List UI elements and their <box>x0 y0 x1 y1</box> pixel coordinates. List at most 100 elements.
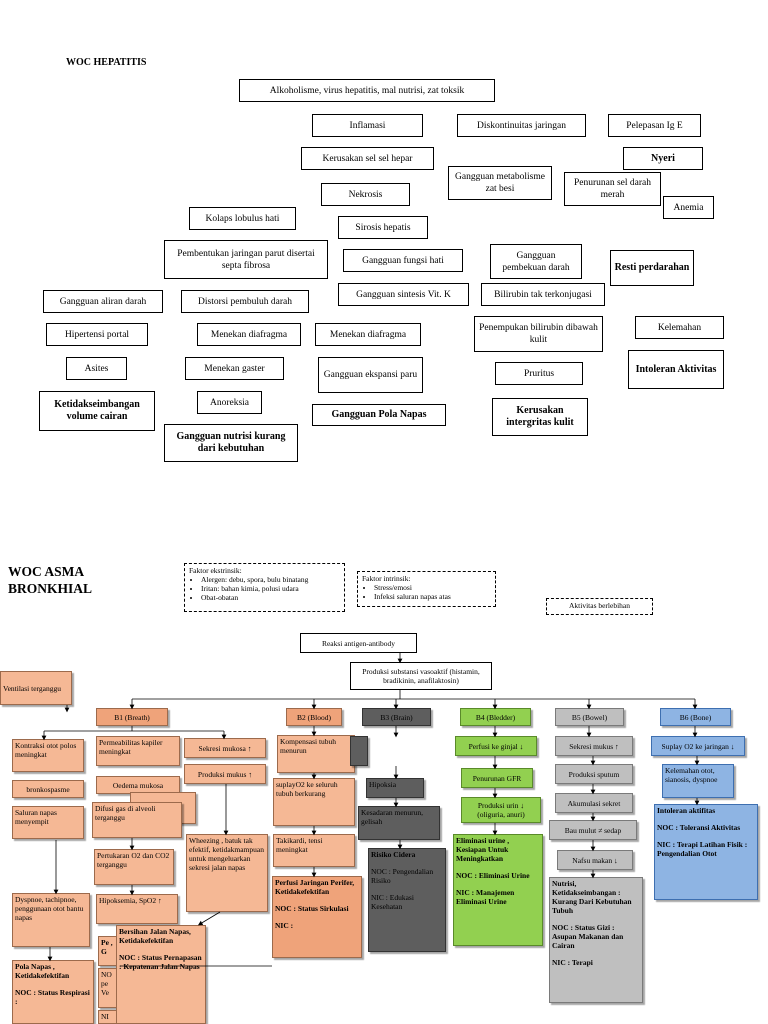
node-distorsi: Distorsi pembuluh darah <box>181 290 309 313</box>
b1-pola-napas-noc: NOC : Status Respirasi : <box>15 988 90 1006</box>
ventilasi-terganggu: Ventilasi terganggu <box>0 671 72 705</box>
node-nekrosis: Nekrosis <box>321 183 410 206</box>
node-penumpukan-bilirubin: Penempukan bilirubin dibawah kulit <box>474 316 603 352</box>
b1-pola-napas: Pola Napas , Ketidakefektifan NOC : Stat… <box>12 960 94 1024</box>
node-diafragma-2: Menekan diafragma <box>315 323 421 346</box>
node-anoreksia: Anoreksia <box>197 391 262 414</box>
b5-sekresi: Sekresi mukus ↑ <box>555 736 633 756</box>
b1-wheezing: Wheezing , batuk tak efektif, ketidakmam… <box>186 834 268 912</box>
b1-saluran-menyempit: Saluran napas menyempit <box>12 806 84 839</box>
b4-eliminasi-label: Eliminasi urine , Kesiapan Untuk Meningk… <box>456 836 510 863</box>
b6-suplay: Suplay O2 ke jaringan ↓ <box>651 736 745 756</box>
b5-nutrisi-label: Nutrisi, Ketidakseimbangan : Kurang Dari… <box>552 879 632 915</box>
node-asites: Asites <box>66 357 127 380</box>
b2-takikardi: Takikardi, tensi meningkat <box>273 834 355 867</box>
node-metabolisme-besi: Gangguan metabolisme zat besi <box>448 166 552 200</box>
node-sintesis-vitk: Gangguan sintesis Vit. K <box>338 283 469 306</box>
b6-intoleran-noc: NOC : Toleransi Aktivitas <box>657 823 741 832</box>
b3-risiko-label: Risiko Cidera <box>371 850 416 859</box>
node-kelemahan: Kelemahan <box>635 316 724 339</box>
node-diafragma-1: Menekan diafragma <box>197 323 301 346</box>
b2-perfusi: Perfusi Jaringan Perifer, Ketidakefektif… <box>272 876 362 958</box>
b1-pola-napas-label: Pola Napas , Ketidakefektifan <box>15 962 70 980</box>
aktivitas-berlebihan: Aktivitas berlebihan <box>546 598 653 615</box>
faktor-intrinsik-label: Faktor intrinsik: <box>362 574 411 583</box>
hepatitis-title: WOC HEPATITIS <box>66 57 147 68</box>
node-aliran-darah: Gangguan aliran darah <box>43 290 163 313</box>
node-sirosis: Sirosis hepatis <box>338 216 428 239</box>
node-pruritus: Pruritus <box>495 362 583 385</box>
conn-b1-jalan <box>197 911 221 926</box>
b1-jalan-napas-noc: NOC : Status Pernapasan : Kepatenan Jala… <box>119 953 202 971</box>
b6-intoleran-label: Intoleran aktifitas <box>657 806 716 815</box>
b4-perfusi-ginjal: Perfusi ke ginjal ↓ <box>455 736 537 756</box>
produksi-substansi: Produksi substansi vasoaktif (histamin, … <box>350 662 492 690</box>
b1-kontraksi: Kontraksi otot polos meningkat <box>12 739 84 772</box>
node-penurunan-sel-darah: Penurunan sel darah merah <box>564 172 661 206</box>
b5-nutrisi-noc: NOC : Status Gizi : Asupan Makanan dan C… <box>552 923 624 950</box>
faktor-intrinsik: Faktor intrinsik: Stress/emosi Infeksi s… <box>357 571 496 607</box>
b1-jalan-napas: Bersihan Jalan Napas, Ketidakefektifan N… <box>116 925 206 1024</box>
b3-risiko-nic: NIC : Edukasi Kesehatan <box>371 893 414 911</box>
node-fungsi-hati: Gangguan fungsi hati <box>343 249 463 272</box>
faktor-ekstrinsik: Faktor ekstrinsik: Alergen: debu, spora,… <box>184 563 345 612</box>
faktor-intrinsik-item: Infeksi saluran napas atas <box>374 592 491 601</box>
node-anemia: Anemia <box>663 196 714 219</box>
faktor-ekstrinsik-item: Iritan: bahan kimia, polusi udara <box>201 584 340 593</box>
node-ekspansi-paru: Gangguan ekspansi paru <box>318 357 423 393</box>
b4-eliminasi: Eliminasi urine , Kesiapan Untuk Meningk… <box>453 834 543 946</box>
b6-intoleran-nic: NIC : Terapi Latihan Fisik : Pengendalia… <box>657 840 748 858</box>
node-pembekuan-darah: Gangguan pembekuan darah <box>490 244 582 279</box>
b1-jalan-napas-label: Bersihan Jalan Napas, Ketidakefektifan <box>119 927 191 945</box>
node-diskontinuitas: Diskontinuitas jaringan <box>457 114 586 137</box>
b1-overlap-noc: NO pe Ve <box>98 968 120 1008</box>
node-bilirubin: Bilirubin tak terkonjugasi <box>481 283 605 306</box>
b5-nutrisi-nic: NIC : Terapi <box>552 958 593 967</box>
b4-eliminasi-noc: NOC : Eliminasi Urine <box>456 871 530 880</box>
node-gaster: Menekan gaster <box>185 357 284 380</box>
node-nutrisi: Gangguan nutrisi kurang dari kebutuhan <box>164 424 298 462</box>
reaksi-antigen: Reaksi antigen-antibody <box>300 633 417 653</box>
b1-difusi-gas: Difusi gas di alveoli terganggu <box>92 802 182 838</box>
node-inflamasi: Inflamasi <box>312 114 423 137</box>
b3-risiko: Risiko Cidera NOC : Pengendalian Risiko … <box>368 848 446 952</box>
asma-title: WOC ASMA BRONKHIAL <box>8 563 92 597</box>
b1-dyspnoe: Dyspnoe, tachipnoe, penggunaan otot bant… <box>12 893 90 947</box>
b1-bronkospasme: bronkospasme <box>12 780 84 798</box>
node-pelepasan-ige: Pelepasan Ig E <box>608 114 701 137</box>
faktor-ekstrinsik-item: Alergen: debu, spora, bulu binatang <box>201 575 340 584</box>
b6-kelemahan: Kelemahan otot, sianosis, dyspnoe <box>662 764 734 798</box>
node-pola-napas: Gangguan Pola Napas <box>312 404 446 426</box>
b6-intoleran: Intoleran aktifitas NOC : Toleransi Akti… <box>654 804 758 900</box>
node-cause: Alkoholisme, virus hepatitis, mal nutris… <box>239 79 495 102</box>
node-jaringan-parut: Pembentukan jaringan parut disertai sept… <box>164 240 328 279</box>
node-resti-perdarahan: Resti perdarahan <box>610 250 694 286</box>
b1-hipoksemia: Hipoksemia, SpO2 ↑ <box>96 894 178 924</box>
b3-kesadaran: Kesadaran menurun, gelisah <box>358 806 440 840</box>
b4-eliminasi-nic: NIC : Manajemen Eliminasi Urine <box>456 888 515 906</box>
b1-pertukaran: Pertukaran O2 dan CO2 terganggu <box>94 849 174 885</box>
b2-suplay: suplayO2 ke seluruh tubuh berkurang <box>273 778 355 826</box>
faktor-ekstrinsik-label: Faktor ekstrinsik: <box>189 566 242 575</box>
b3-stub <box>350 736 368 766</box>
faktor-intrinsik-item: Stress/emosi <box>374 583 491 592</box>
b5-nutrisi: Nutrisi, Ketidakseimbangan : Kurang Dari… <box>549 877 643 1003</box>
b1-permeabilitas: Permeabilitas kapiler meningkat <box>96 736 180 766</box>
b1-produksi-mukus: Produksi mukus ↑ <box>184 764 266 784</box>
b4-produksi-urin: Produksi urin ↓ (oliguria, anuri) <box>461 797 541 823</box>
node-intoleran: Intoleran Aktivitas <box>628 350 724 389</box>
node-kerusakan-sel: Kerusakan sel sel hepar <box>301 147 434 170</box>
node-kolaps-lobulus: Kolaps lobulus hati <box>189 207 296 230</box>
b2-perfusi-nic: NIC : <box>275 921 294 930</box>
b2-perfusi-label: Perfusi Jaringan Perifer, Ketidakefektif… <box>275 878 355 896</box>
b2-perfusi-noc: NOC : Status Sirkulasi <box>275 904 349 913</box>
node-hipertensi-portal: Hipertensi portal <box>46 323 148 346</box>
b3-risiko-noc: NOC : Pengendalian Risiko <box>371 867 434 885</box>
node-volume-cairan: Ketidakseimbangan volume cairan <box>39 391 155 431</box>
asma-title-line1: WOC ASMA <box>8 564 85 579</box>
node-integritas-kulit: Kerusakan intergritas kulit <box>492 398 588 436</box>
faktor-ekstrinsik-item: Obat-obatan <box>201 593 340 602</box>
asma-title-line2: BRONKHIAL <box>8 581 93 596</box>
node-nyeri: Nyeri <box>623 147 703 170</box>
